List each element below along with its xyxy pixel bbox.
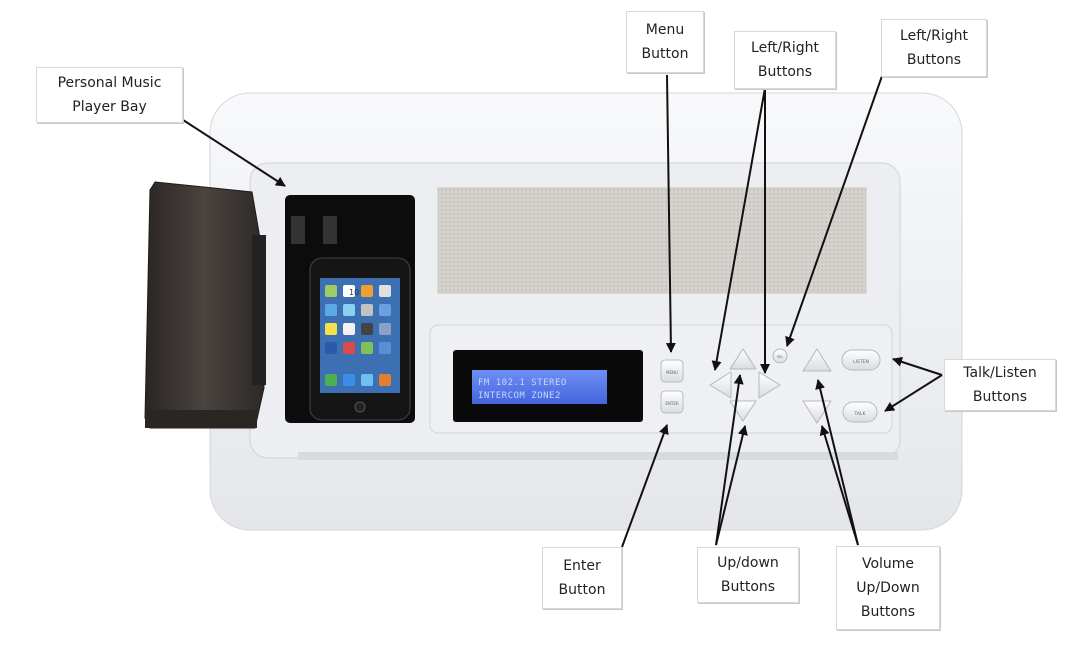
label-enter-line1: Enter (563, 558, 601, 574)
label-updown-line2: Buttons (720, 579, 776, 595)
arrow-talk (892, 357, 943, 376)
label-enter-line2: Button (558, 582, 606, 598)
label-talk-listen: Talk/Listen Buttons (944, 359, 1056, 411)
phone-clock-text: 10 (349, 288, 359, 297)
phone: 10 (309, 257, 411, 421)
label-lr-right-line2: Buttons (906, 52, 962, 68)
phone-app-grid (325, 285, 391, 386)
label-music-bay: Personal Music Player Bay (36, 67, 183, 123)
dock-clip-left (291, 216, 305, 244)
talk-button-label: TALK (854, 411, 867, 417)
arrow-lr-left (711, 87, 766, 371)
arrow-enter (621, 424, 669, 548)
listen-button[interactable]: LISTEN (841, 349, 881, 371)
label-lr-center-line1: Left/Right (751, 40, 819, 56)
label-menu-button: Menu Button (626, 11, 704, 73)
arrow-up (715, 374, 744, 546)
bay-door (144, 181, 266, 429)
lcd-line-2: INTERCOM ZONE2 (478, 391, 561, 401)
label-lr-center: Left/Right Buttons (734, 31, 836, 89)
label-lr-right-line1: Left/Right (900, 28, 968, 44)
label-volume-line1: Volume (861, 556, 915, 572)
arrow-music-bay (179, 117, 286, 187)
arrow-lr-top (785, 75, 883, 347)
leader-arrows (179, 74, 943, 548)
label-volume-buttons: Volume Up/Down Buttons (836, 546, 940, 630)
speaker-grille (437, 187, 867, 294)
panel-shadow (298, 452, 898, 460)
lcd-screen (472, 370, 607, 404)
label-lr-right: Left/Right Buttons (881, 19, 987, 77)
dpad-up-button[interactable] (729, 348, 757, 370)
arrow-vol-down (819, 425, 859, 546)
label-music-bay-line1: Personal Music (57, 75, 162, 91)
label-menu-line1: Menu (645, 22, 685, 38)
dpad-left-button[interactable] (709, 371, 732, 399)
select-button-label: SEL (777, 355, 783, 359)
dock-clip-right (323, 216, 337, 244)
dpad-right-button[interactable] (758, 371, 781, 399)
arrow-vol-up (815, 379, 859, 546)
menu-button[interactable]: MENU (660, 359, 684, 383)
enter-button-label: ENTER (665, 401, 678, 406)
talk-button[interactable]: TALK (842, 401, 878, 423)
label-volume-line2: Up/Down (856, 580, 920, 596)
phone-home-button (354, 401, 366, 413)
label-talk-listen-line1: Talk/Listen (963, 365, 1037, 381)
label-menu-line2: Button (641, 46, 689, 62)
label-volume-line3: Buttons (860, 604, 916, 620)
label-updown-line1: Up/down (717, 555, 779, 571)
arrow-listen (884, 374, 943, 412)
select-button[interactable]: SEL (772, 348, 788, 364)
enter-button[interactable]: ENTER (660, 390, 684, 414)
menu-button-label: MENU (666, 370, 678, 375)
arrow-down (715, 425, 748, 546)
label-updown-buttons: Up/down Buttons (697, 547, 799, 603)
volume-up-button[interactable] (802, 348, 832, 372)
lcd-line-1: FM 102.1 STEREO (478, 378, 567, 388)
label-talk-listen-line2: Buttons (972, 389, 1028, 405)
listen-button-label: LISTEN (853, 359, 869, 365)
label-music-bay-line2: Player Bay (72, 99, 147, 115)
label-lr-center-line2: Buttons (757, 64, 813, 80)
arrow-menu (665, 74, 676, 353)
label-enter-button: Enter Button (542, 547, 622, 609)
